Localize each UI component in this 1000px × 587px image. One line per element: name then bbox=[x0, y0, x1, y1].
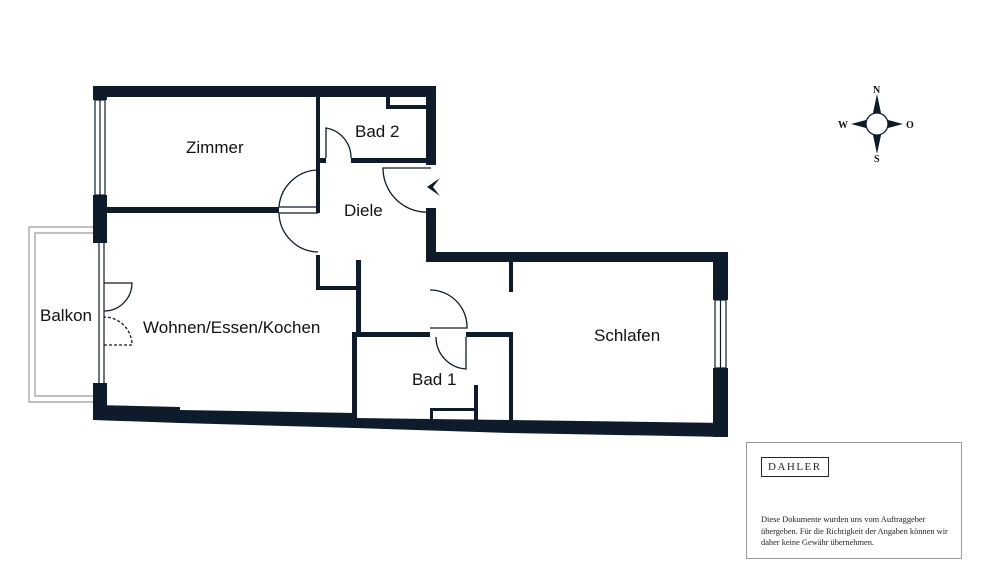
room-label-diele: Diele bbox=[344, 201, 383, 220]
compass-circle bbox=[865, 112, 889, 136]
compass-needle-north bbox=[873, 94, 881, 113]
room-label-bad1: Bad 1 bbox=[412, 370, 456, 389]
door-swings bbox=[103, 127, 468, 370]
exterior-walls bbox=[93, 86, 728, 437]
room-label-bad2: Bad 2 bbox=[355, 122, 399, 141]
compass-west-label: W bbox=[838, 120, 848, 131]
brand-logo: DAHLER bbox=[761, 457, 829, 477]
room-label-zimmer: Zimmer bbox=[186, 138, 244, 157]
compass-north-label: N bbox=[873, 85, 881, 96]
disclaimer-text: Diese Dokumente wurden uns vom Auftragge… bbox=[761, 515, 948, 547]
room-label-wohnen: Wohnen/Essen/Kochen bbox=[143, 318, 320, 337]
room-label-balkon: Balkon bbox=[40, 306, 92, 325]
compass-south-label: S bbox=[874, 154, 880, 165]
balcony bbox=[28, 226, 105, 403]
compass-needle-east bbox=[888, 120, 903, 128]
room-labels: Zimmer Bad 2 Diele Balkon Wohnen/Essen/K… bbox=[40, 122, 660, 389]
interior-walls bbox=[107, 97, 513, 424]
compass-rose: N S W O bbox=[838, 85, 914, 165]
compass-needle-west bbox=[851, 120, 866, 128]
compass-east-label: O bbox=[906, 120, 914, 131]
room-label-schlafen: Schlafen bbox=[594, 326, 660, 345]
disclaimer-box: DAHLER Diese Dokumente wurden uns vom Au… bbox=[746, 442, 962, 559]
entrance-arrow-icon bbox=[427, 178, 440, 196]
windows bbox=[94, 99, 727, 369]
compass-needle-south bbox=[873, 135, 881, 154]
